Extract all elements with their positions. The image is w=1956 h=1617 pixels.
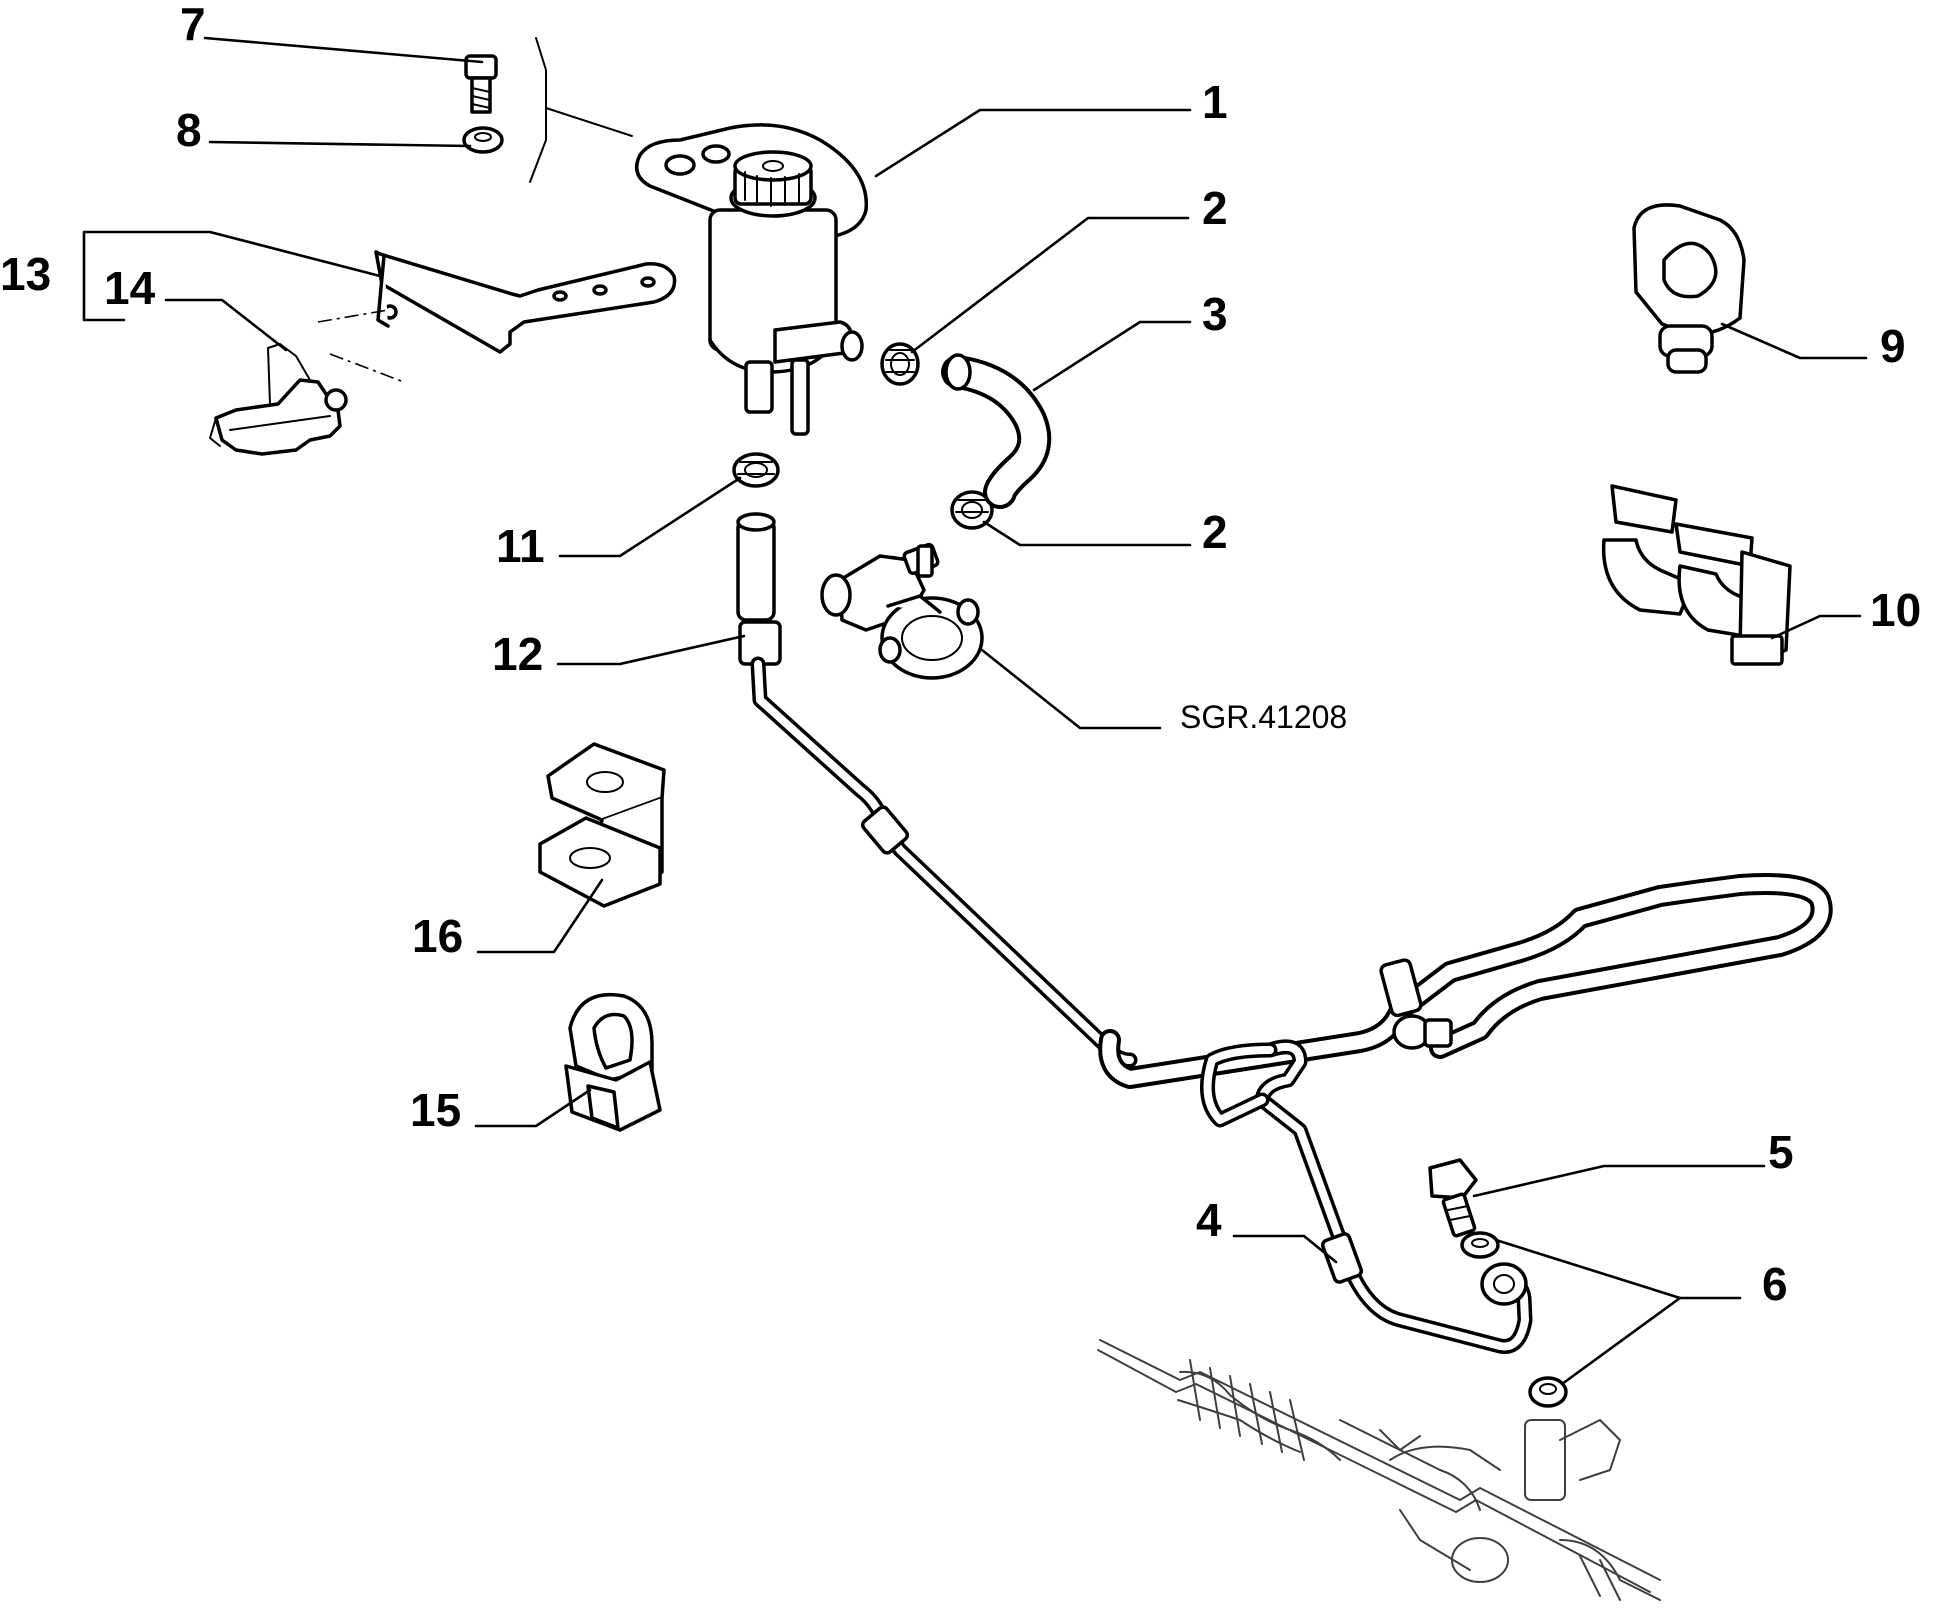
leader-8 bbox=[208, 140, 472, 148]
leader-7 bbox=[203, 36, 484, 64]
part-12-supply-pipe bbox=[736, 512, 1138, 1068]
part-14-clip bbox=[209, 343, 348, 456]
label-16: 16 bbox=[412, 910, 463, 962]
leader-16 bbox=[476, 878, 604, 954]
part-11-hose-clamp bbox=[732, 452, 780, 488]
leader-lines bbox=[82, 36, 1868, 1386]
part-4-pressure-line bbox=[1098, 873, 1833, 1354]
alignment-dash-upper bbox=[317, 309, 389, 323]
leader-10 bbox=[1770, 614, 1862, 640]
leader-3 bbox=[1032, 320, 1192, 392]
leader-15 bbox=[474, 1088, 592, 1128]
part-3-return-hose bbox=[941, 353, 1052, 509]
steering-rack bbox=[1097, 1339, 1661, 1601]
label-15: 15 bbox=[410, 1084, 461, 1136]
part-10-double-clip bbox=[1601, 484, 1792, 666]
leader-6b bbox=[1560, 1296, 1682, 1386]
drawing-code-sgr: SGR.41208 bbox=[1180, 699, 1347, 735]
label-9: 9 bbox=[1880, 320, 1906, 372]
leader-11 bbox=[558, 476, 742, 558]
label-13: 13 bbox=[0, 248, 51, 300]
label-11: 11 bbox=[496, 520, 545, 572]
leader-1 bbox=[874, 108, 1192, 178]
part-5-banjo-bolt bbox=[1428, 1158, 1478, 1238]
part-1-fluid-reservoir bbox=[634, 123, 869, 436]
leader-2a bbox=[910, 216, 1190, 354]
leader-4 bbox=[1232, 1234, 1338, 1264]
part-7-bolt bbox=[464, 54, 498, 114]
leader-sgr bbox=[980, 648, 1162, 730]
label-4: 4 bbox=[1196, 1194, 1222, 1246]
part-16-spring-clip bbox=[538, 742, 666, 908]
part-2-clamp-lower bbox=[950, 490, 994, 530]
part-13-bracket bbox=[374, 250, 677, 354]
leader-13 bbox=[82, 230, 382, 322]
label-7: 7 bbox=[180, 0, 206, 50]
label-10: 10 bbox=[1870, 584, 1921, 636]
leader-12 bbox=[556, 634, 746, 666]
leader-2b bbox=[982, 520, 1192, 547]
leader-5 bbox=[1472, 1164, 1766, 1198]
throttle-body-sgr bbox=[820, 542, 984, 680]
assembly-pointer-line bbox=[545, 107, 633, 137]
label-5: 5 bbox=[1768, 1126, 1794, 1178]
label-12: 12 bbox=[492, 628, 543, 680]
part-15-retainer-clip bbox=[564, 993, 662, 1132]
label-14: 14 bbox=[104, 262, 156, 314]
part-2-clamp-upper bbox=[880, 342, 920, 386]
label-1: 1 bbox=[1202, 76, 1228, 128]
label-3: 3 bbox=[1202, 288, 1228, 340]
label-8: 8 bbox=[176, 104, 202, 156]
callout-labels: 7 8 1 2 3 2 11 12 SGR.41208 13 14 9 10 1… bbox=[0, 0, 1921, 1310]
part-8-washer bbox=[462, 126, 504, 154]
part-9-hose-clip bbox=[1632, 203, 1746, 374]
leader-6a bbox=[1494, 1238, 1742, 1300]
leader-14 bbox=[164, 298, 288, 352]
part-6-washer-lower bbox=[1528, 1376, 1568, 1408]
part-6-washer-upper bbox=[1460, 1231, 1500, 1259]
label-2b: 2 bbox=[1202, 506, 1228, 558]
assembly-bracket-line bbox=[529, 37, 547, 183]
leader-9 bbox=[1720, 322, 1868, 360]
label-2a: 2 bbox=[1202, 182, 1228, 234]
alignment-dash-lower bbox=[329, 353, 405, 383]
label-6: 6 bbox=[1762, 1258, 1788, 1310]
